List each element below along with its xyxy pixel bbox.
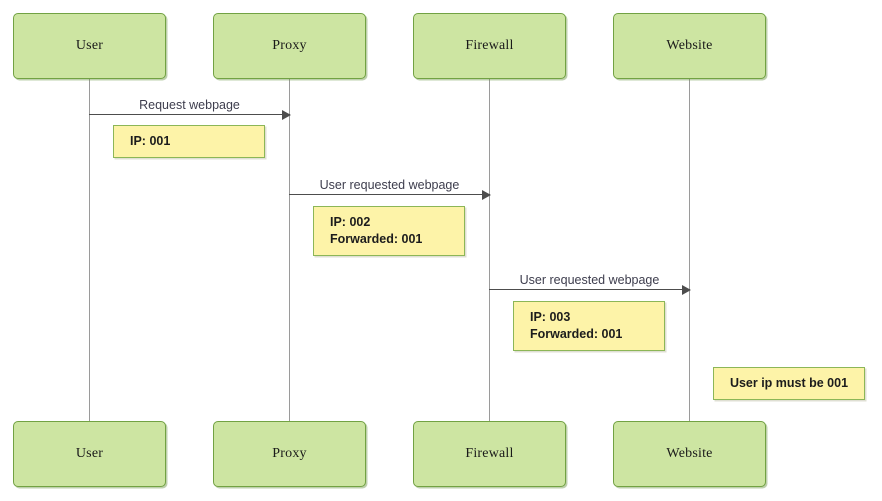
lifeline-website: [689, 78, 690, 421]
note-line: IP: 001: [130, 134, 171, 148]
note-ip-002[interactable]: IP: 002 Forwarded: 001: [313, 206, 465, 256]
participant-website-bottom[interactable]: Website: [613, 421, 766, 487]
participant-label: Website: [666, 38, 713, 53]
message-label: User requested webpage: [519, 273, 660, 287]
message-user-requested-webpage-proxy-firewall[interactable]: User requested webpage: [289, 178, 491, 200]
message-user-requested-webpage-firewall-website[interactable]: User requested webpage: [489, 273, 691, 295]
message-label: Request webpage: [139, 98, 240, 112]
note-line: Forwarded: 001: [530, 327, 623, 341]
message-line: [489, 289, 690, 290]
participant-label: Proxy: [272, 38, 307, 53]
participant-website-top[interactable]: Website: [613, 13, 766, 79]
participant-user-top[interactable]: User: [13, 13, 166, 79]
participant-label: Firewall: [465, 446, 514, 461]
lifeline-proxy: [289, 78, 290, 421]
participant-label: Website: [666, 446, 713, 461]
note-line: Forwarded: 001: [330, 232, 423, 246]
message-line: [89, 114, 290, 115]
note-line: IP: 003: [530, 310, 571, 324]
participant-label: User: [75, 446, 104, 461]
participant-firewall-bottom[interactable]: Firewall: [413, 421, 566, 487]
participant-user-bottom[interactable]: User: [13, 421, 166, 487]
participant-proxy-bottom[interactable]: Proxy: [213, 421, 366, 487]
lifeline-user: [89, 78, 90, 421]
arrow-head-icon: [682, 284, 691, 295]
note-line: IP: 002: [330, 215, 371, 229]
participant-label: User: [75, 38, 104, 53]
note-user-ip-must-be-001[interactable]: User ip must be 001: [713, 367, 865, 400]
message-request-webpage[interactable]: Request webpage: [89, 98, 291, 120]
arrow-head-icon: [482, 189, 491, 200]
note-ip-003[interactable]: IP: 003 Forwarded: 001: [513, 301, 665, 351]
message-label: User requested webpage: [319, 178, 460, 192]
lifeline-firewall: [489, 78, 490, 421]
note-ip-001[interactable]: IP: 001: [113, 125, 265, 158]
participant-label: Firewall: [465, 38, 514, 53]
message-line: [289, 194, 490, 195]
note-line: User ip must be 001: [729, 376, 849, 390]
participant-firewall-top[interactable]: Firewall: [413, 13, 566, 79]
participant-label: Proxy: [272, 446, 307, 461]
participant-proxy-top[interactable]: Proxy: [213, 13, 366, 79]
arrow-head-icon: [282, 109, 291, 120]
